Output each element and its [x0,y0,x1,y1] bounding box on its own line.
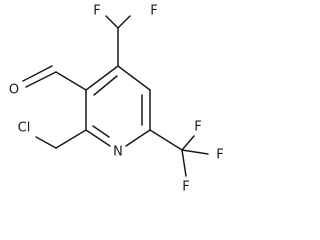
bond-cf3-f-lower [181,149,187,177]
bond-chf2-f-right [117,15,131,29]
bond-chf2-f-left [105,15,119,29]
atom-f-top-right: F [150,4,157,19]
atom-f-cf3-right: F [216,148,223,163]
pyridine-ring [85,65,151,147]
bond-c6-cf3 [149,129,183,151]
bond-c2-ch2 [55,129,87,149]
ring-bond-c3-c4 [85,65,119,91]
bond-cho-o-double [22,65,53,82]
ring-bond-c3-c4-inner [93,75,118,96]
atom-f-top-left: F [93,4,100,19]
difluoromethyl-group: F F [93,4,158,67]
aldehyde-group: O [9,65,87,98]
bond-ch2-cl [35,136,57,149]
bond-c3-cho [55,71,87,91]
bond-cf3-f-upper [181,135,195,151]
bond-cf3-f-right [181,149,209,155]
ring-bond-n-c2-inner [92,125,110,138]
trifluoromethyl-group: F F F [149,120,224,195]
ring-bond-c6-n [125,129,151,147]
bond-cho-o [25,71,57,88]
molecule-structure: F F O Cl N F F F [9,4,224,195]
atom-f-cf3-upper: F [194,120,201,135]
atom-f-cf3-lower: F [182,180,189,195]
atom-o-aldehyde: O [9,83,19,98]
atom-n-ring: N [113,145,123,160]
ring-bond-n-c2 [85,129,111,147]
ring-bond-c4-c5 [117,65,151,91]
chloromethyl-group: Cl [18,121,87,149]
atom-cl: Cl [18,121,31,136]
